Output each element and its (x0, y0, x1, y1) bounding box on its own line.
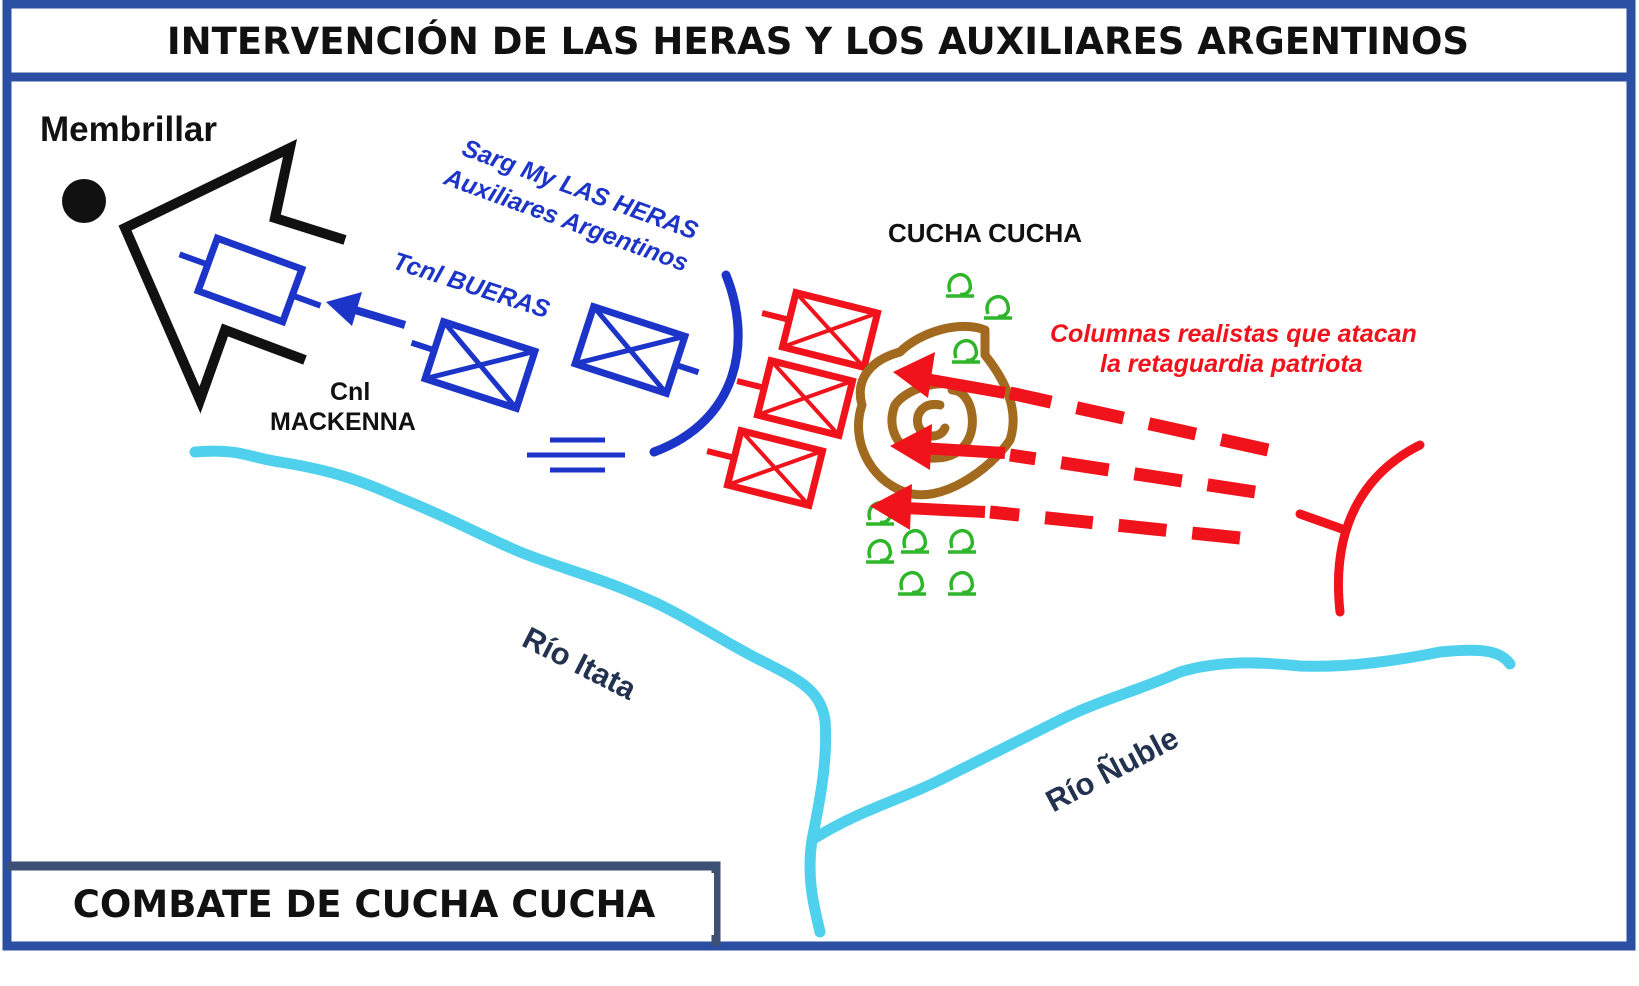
battle-name: COMBATE DE CUCHA CUCHA (72, 882, 656, 926)
bueras-movement-arrow-icon (326, 292, 407, 329)
royalist-attack-arrows-icon (870, 352, 1007, 530)
cucha-cucha-hill-icon (854, 322, 1018, 500)
mackenna-label-line2: MACKENNA (270, 408, 416, 436)
mackenna-unit-icon (178, 233, 322, 327)
patriot-reserve-symbol-icon (527, 437, 625, 473)
bueras-infantry-unit-icon (410, 317, 540, 413)
royalist-unit-2-icon (736, 356, 857, 440)
royalist-unit-1-icon (761, 288, 882, 372)
map-frame (2, 0, 1636, 951)
royalist-annotation-line2: la retaguardia patriota (1100, 350, 1363, 378)
royalist-main-line-icon (1295, 440, 1425, 617)
bottom-title-box: COMBATE DE CUCHA CUCHA (14, 873, 714, 935)
royalist-columns-dashed (989, 386, 1270, 545)
mackenna-label-line1: Cnl (330, 378, 371, 406)
membrillar-label: Membrillar (40, 110, 217, 149)
bottom-title-border (7, 861, 721, 946)
mackenna-withdrawal-arrow-icon (118, 139, 347, 414)
royalist-unit-3-icon (706, 426, 827, 510)
title-banner: INTERVENCIÓN DE LAS HERAS Y LOS AUXILIAR… (12, 10, 1624, 72)
cucha-cucha-label: CUCHA CUCHA (888, 218, 1083, 248)
rio-nuble-river (809, 644, 1516, 844)
map-title: INTERVENCIÓN DE LAS HERAS Y LOS AUXILIAR… (166, 19, 1470, 63)
las-heras-defense-line (649, 270, 743, 457)
rio-itata-river (189, 445, 832, 938)
royalist-annotation-line1: Columnas realistas que atacan (1050, 320, 1417, 348)
membrillar-dot-icon (62, 179, 106, 223)
las-heras-infantry-unit-icon (570, 302, 700, 398)
